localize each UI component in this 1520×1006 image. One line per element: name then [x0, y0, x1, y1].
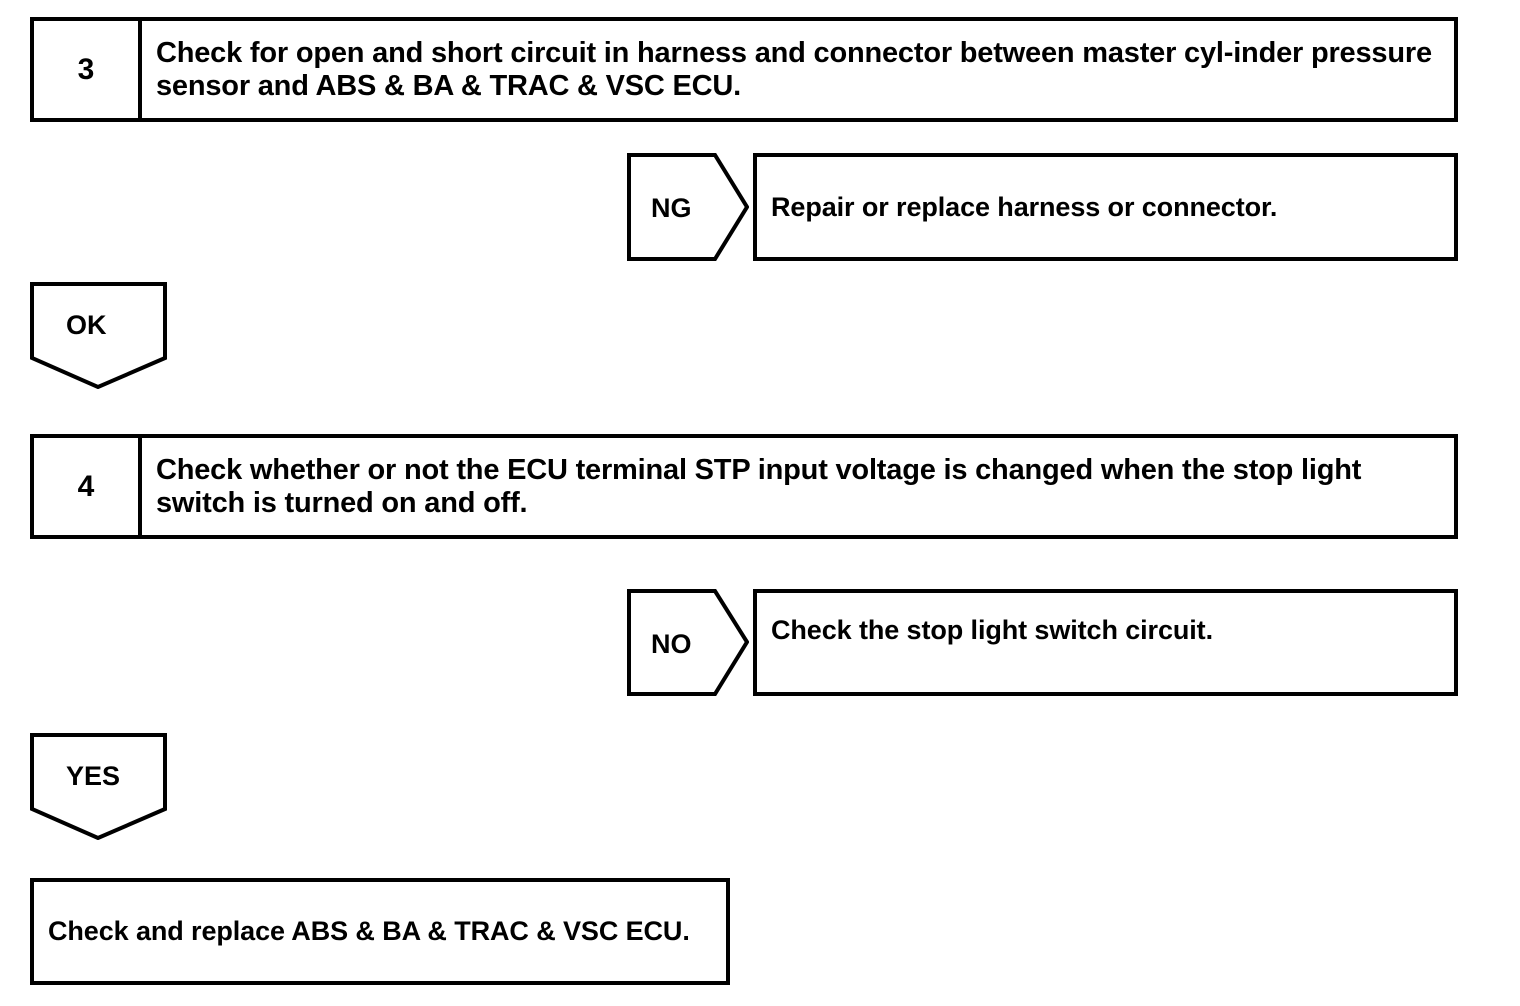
- step-box-4: 4 Check whether or not the ECU terminal …: [30, 434, 1458, 539]
- branch-badge-ng: NG: [627, 153, 749, 261]
- result-text-no: Check the stop light switch circuit.: [771, 615, 1213, 645]
- result-text-ng: Repair or replace harness or connector.: [771, 191, 1278, 222]
- branch-label-no: NO: [651, 629, 692, 659]
- step-text-3: Check for open and short circuit in harn…: [156, 37, 1432, 102]
- pentagon-down-icon: [30, 282, 167, 389]
- branch-badge-yes: YES: [30, 733, 169, 840]
- result-text-final: Check and replace ABS & BA & TRAC & VSC …: [48, 916, 690, 947]
- step-number-4: 4: [34, 438, 142, 535]
- branch-badge-ok: OK: [30, 282, 169, 389]
- branch-badge-no: NO: [627, 589, 749, 696]
- pentagon-right-icon: [627, 589, 749, 696]
- result-box-ng: Repair or replace harness or connector.: [753, 153, 1458, 261]
- result-box-final: Check and replace ABS & BA & TRAC & VSC …: [30, 878, 730, 985]
- pentagon-right-icon: [627, 153, 749, 261]
- pentagon-down-icon: [30, 733, 167, 840]
- step-number-3: 3: [34, 21, 142, 118]
- branch-label-ok: OK: [66, 310, 107, 340]
- result-box-no: Check the stop light switch circuit.: [753, 589, 1458, 696]
- step-text-4: Check whether or not the ECU terminal ST…: [156, 454, 1362, 519]
- branch-label-ng: NG: [651, 193, 692, 223]
- branch-label-yes: YES: [66, 761, 121, 791]
- step-box-3: 3 Check for open and short circuit in ha…: [30, 17, 1458, 122]
